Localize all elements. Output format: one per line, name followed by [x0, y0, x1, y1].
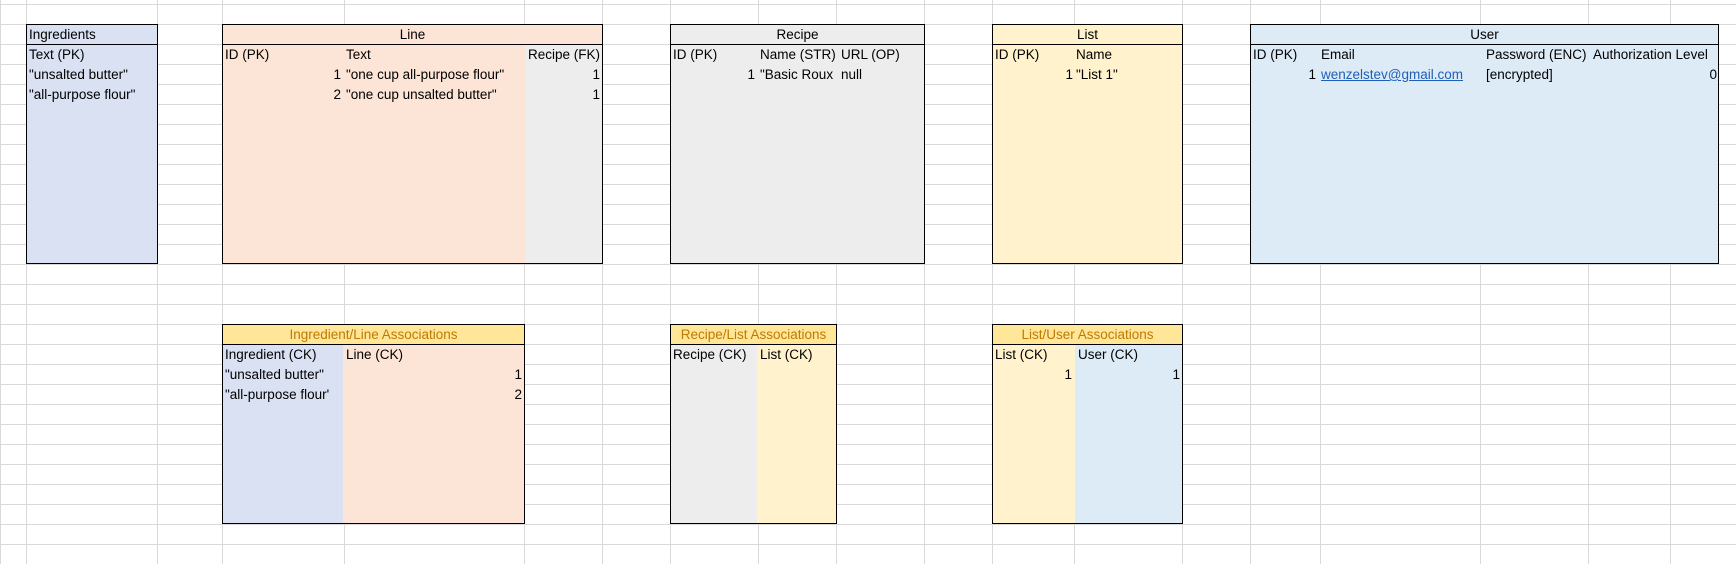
user-col-id[interactable]: ID (PK) — [1253, 47, 1298, 62]
line-row-recipe[interactable]: 1 — [592, 87, 600, 102]
line-table: Line ID (PK) Text Recipe (FK) 1 "one cup… — [222, 24, 603, 264]
recipe-table: Recipe ID (PK) Name (STR) URL (OP) 1 "Ba… — [670, 24, 925, 264]
assoc-row-ingredient[interactable]: "unsalted butter" — [225, 367, 324, 382]
line-row-recipe[interactable]: 1 — [592, 67, 600, 82]
assoc-row-list[interactable]: 1 — [1064, 367, 1072, 382]
line-row-id[interactable]: 1 — [333, 67, 341, 82]
user-row-password[interactable]: [encrypted] — [1486, 67, 1553, 82]
user-col-password[interactable]: Password (ENC) — [1486, 47, 1587, 62]
list-user-associations-title[interactable]: List/User Associations — [993, 325, 1182, 345]
list-row-name[interactable]: "List 1" — [1076, 67, 1118, 82]
recipe-list-associations-title[interactable]: Recipe/List Associations — [671, 325, 836, 345]
ingredients-col-text[interactable]: Text (PK) — [29, 47, 85, 62]
user-title[interactable]: User — [1251, 25, 1718, 45]
ingredients-row[interactable]: "all-purpose flour" — [29, 87, 136, 102]
user-row-id[interactable]: 1 — [1308, 67, 1316, 82]
assoc-col-user[interactable]: User (CK) — [1078, 347, 1138, 362]
list-table: List ID (PK) Name 1 "List 1" — [992, 24, 1183, 264]
line-row-id[interactable]: 2 — [333, 87, 341, 102]
assoc-col-line[interactable]: Line (CK) — [346, 347, 404, 362]
assoc-col-list[interactable]: List (CK) — [760, 347, 813, 362]
user-col-auth[interactable]: Authorization Level — [1593, 47, 1708, 62]
assoc-row-line[interactable]: 2 — [514, 387, 522, 402]
list-col-id[interactable]: ID (PK) — [995, 47, 1040, 62]
list-user-associations-table: List/User Associations List (CK) User (C… — [992, 324, 1183, 524]
list-col-name[interactable]: Name — [1076, 47, 1113, 62]
line-row-text[interactable]: "one cup all-purpose flour" — [346, 67, 505, 82]
line-col-recipe[interactable]: Recipe (FK) — [528, 47, 601, 62]
recipe-col-id[interactable]: ID (PK) — [673, 47, 718, 62]
user-row-auth[interactable]: 0 — [1709, 67, 1717, 82]
line-recipe-column-fill — [525, 45, 602, 263]
user-column-fill — [1075, 345, 1182, 523]
line-row-text[interactable]: "one cup unsalted butter" — [346, 87, 497, 102]
assoc-col-recipe[interactable]: Recipe (CK) — [673, 347, 747, 362]
recipe-col-url[interactable]: URL (OP) — [841, 47, 900, 62]
user-row-email-link[interactable]: wenzelstev@gmail.com — [1321, 67, 1464, 82]
recipe-title[interactable]: Recipe — [671, 25, 924, 45]
recipe-col-name[interactable]: Name (STR) — [760, 47, 836, 62]
user-col-email[interactable]: Email — [1321, 47, 1355, 62]
recipe-row-url[interactable]: null — [841, 67, 863, 82]
list-column-fill — [993, 345, 1075, 523]
line-col-text[interactable]: Text — [346, 47, 371, 62]
assoc-col-ingredient[interactable]: Ingredient (CK) — [225, 347, 317, 362]
ingredient-line-associations-title[interactable]: Ingredient/Line Associations — [223, 325, 524, 345]
assoc-col-list[interactable]: List (CK) — [995, 347, 1048, 362]
line-column-fill — [343, 345, 524, 523]
assoc-row-user[interactable]: 1 — [1172, 367, 1180, 382]
list-row-id[interactable]: 1 — [1065, 67, 1073, 82]
line-col-id[interactable]: ID (PK) — [225, 47, 270, 62]
line-title[interactable]: Line — [223, 25, 602, 45]
assoc-row-line[interactable]: 1 — [514, 367, 522, 382]
user-table: User ID (PK) Email Password (ENC) Author… — [1250, 24, 1719, 264]
ingredients-title[interactable]: Ingredients — [27, 25, 157, 45]
recipe-column-fill — [671, 345, 757, 523]
ingredients-row[interactable]: "unsalted butter" — [29, 67, 128, 82]
ingredient-line-associations-table: Ingredient/Line Associations Ingredient … — [222, 324, 525, 524]
recipe-row-id[interactable]: 1 — [747, 67, 755, 82]
assoc-row-ingredient[interactable]: "all-purpose flour' — [225, 387, 330, 402]
recipe-list-associations-table: Recipe/List Associations Recipe (CK) Lis… — [670, 324, 837, 524]
list-title[interactable]: List — [993, 25, 1182, 45]
ingredients-table: Ingredients Text (PK) "unsalted butter" … — [26, 24, 158, 264]
list-column-fill — [757, 345, 836, 523]
recipe-row-name[interactable]: "Basic Roux — [760, 67, 834, 82]
ingredient-column-fill — [223, 345, 343, 523]
